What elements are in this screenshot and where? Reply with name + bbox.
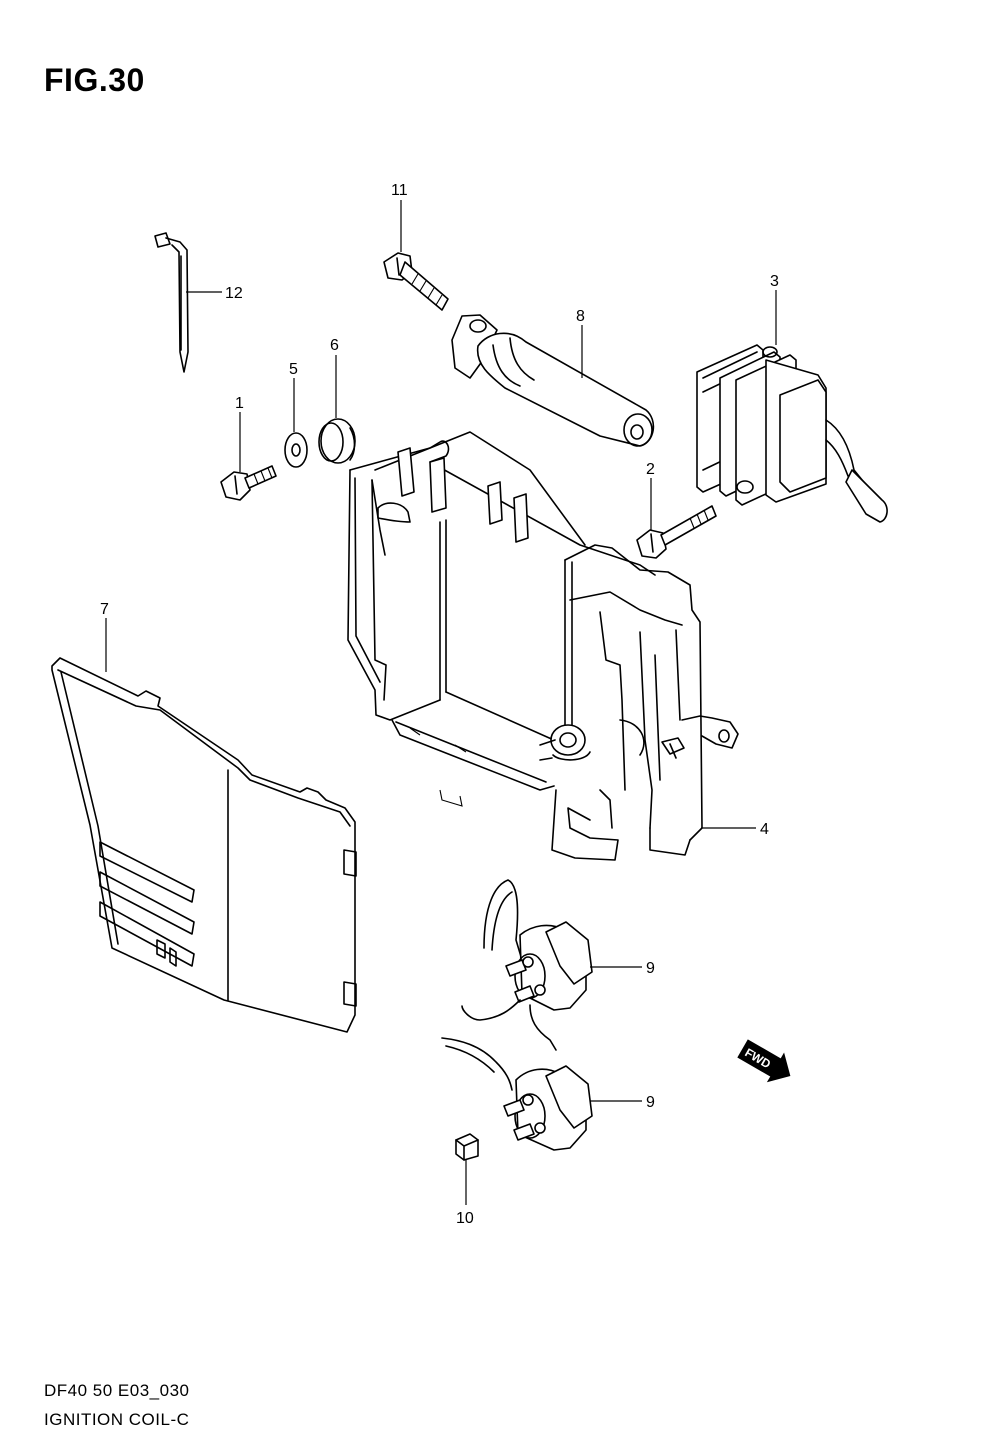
part-6-grommet [318, 418, 356, 464]
callout-2: 2 [646, 461, 655, 478]
callout-4: 4 [760, 821, 769, 838]
figure-title: FIG.30 [44, 62, 145, 98]
callout-7: 7 [100, 601, 109, 618]
callout-6: 6 [330, 337, 339, 354]
callout-11: 11 [391, 182, 408, 199]
part-7-cover [51, 657, 357, 1033]
callout-9-upper: 9 [646, 960, 655, 977]
diagram-name: IGNITION COIL-C [44, 1410, 190, 1429]
part-9-switch-upper [461, 879, 593, 1051]
part-3-rectifier [696, 344, 888, 523]
part-4-bracket [347, 431, 739, 861]
fwd-arrow-icon: FWD [737, 1039, 791, 1083]
callout-10: 10 [456, 1210, 474, 1227]
callout-9-lower: 9 [646, 1094, 655, 1111]
part-5-washer [284, 432, 308, 468]
callout-12: 12 [225, 285, 243, 302]
part-9-switch-lower [441, 1037, 593, 1151]
diagram-code: DF40 50 E03_030 [44, 1381, 190, 1400]
callout-8: 8 [576, 308, 585, 325]
callout-5: 5 [289, 361, 298, 378]
part-10-cap [455, 1133, 479, 1161]
part-1-bolt [220, 465, 277, 501]
part-12-clip-pin [154, 232, 189, 373]
part-2-bolt [636, 505, 717, 559]
part-8-ignition-coil [451, 314, 655, 447]
callout-3: 3 [770, 273, 779, 290]
callout-1: 1 [235, 395, 244, 412]
part-11-bolt [383, 252, 449, 311]
